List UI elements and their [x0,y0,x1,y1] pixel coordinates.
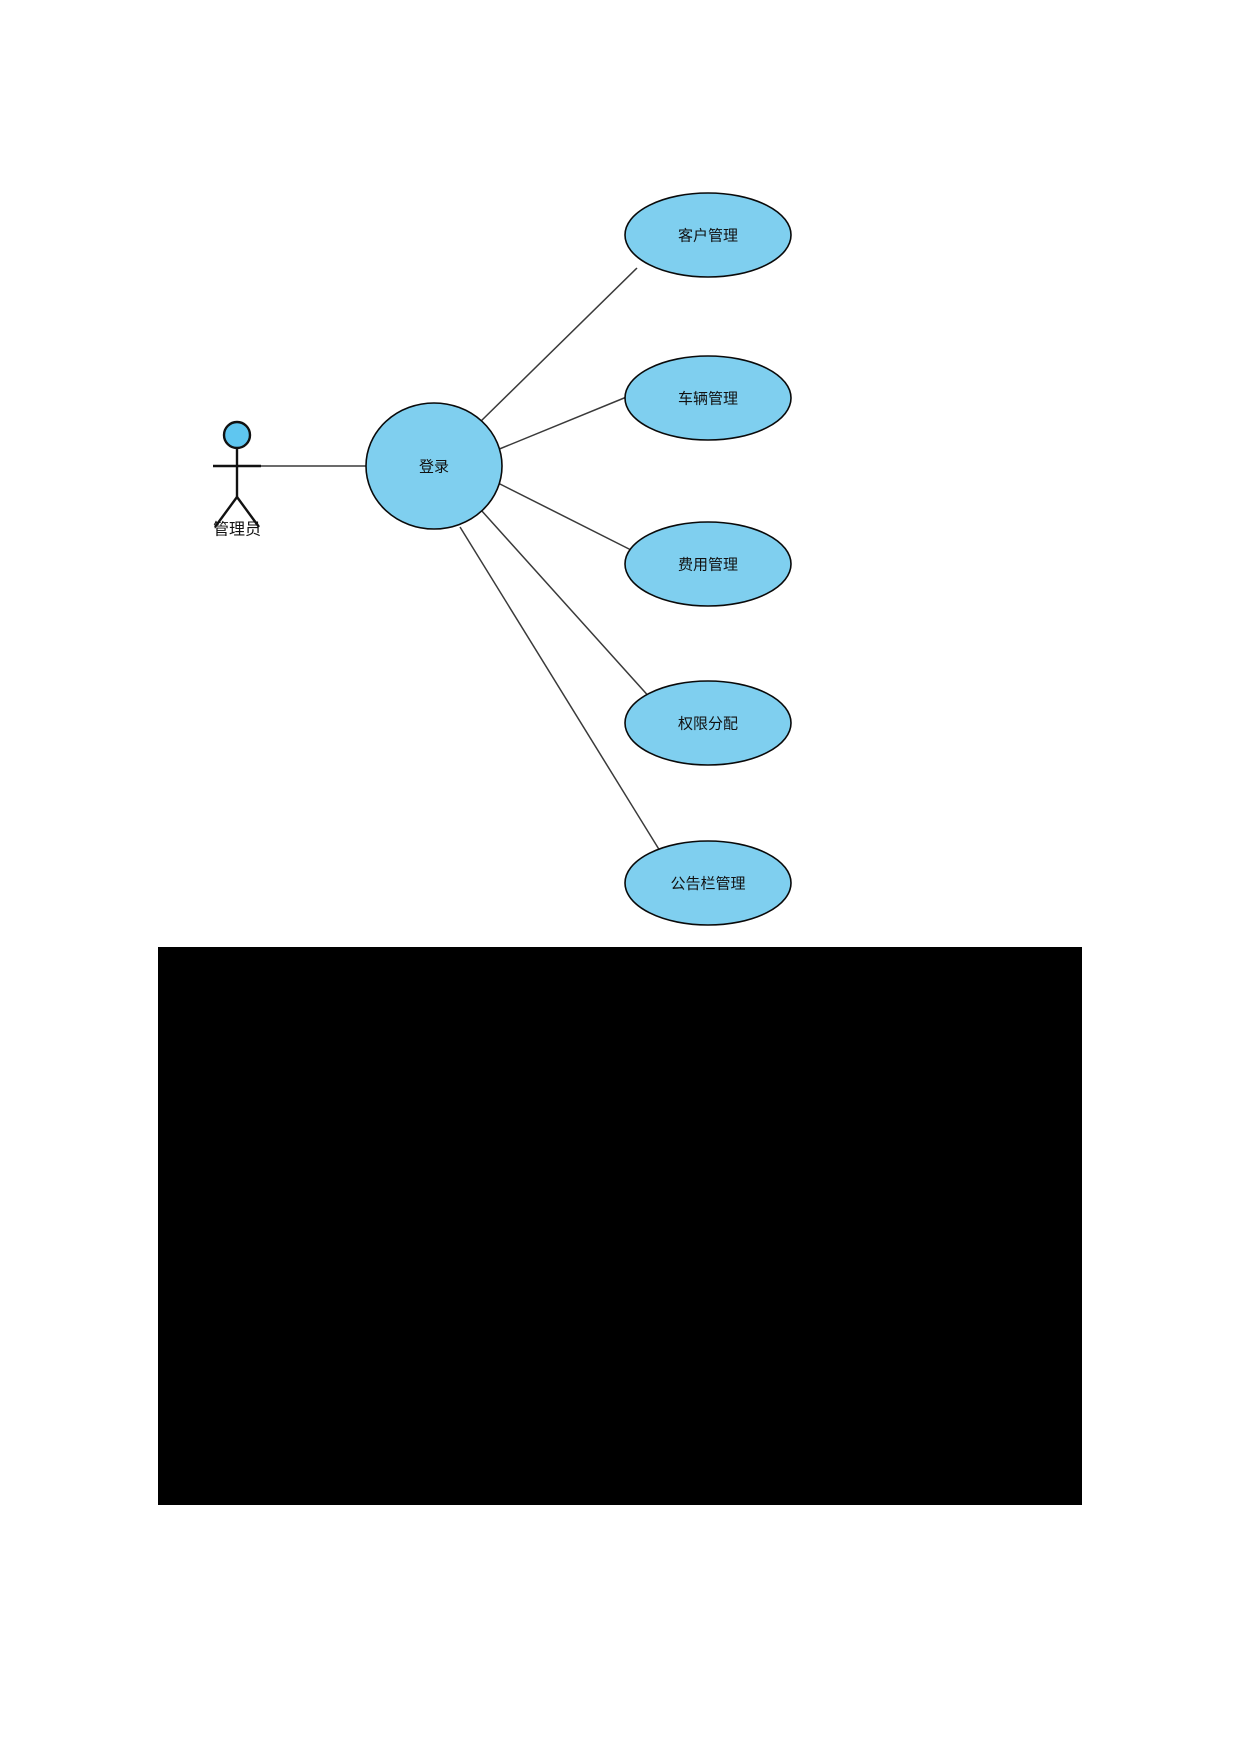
actor-leg-left [214,496,238,528]
association-login-to-customer-management [477,267,638,425]
use-case-login-label: 登录 [419,458,449,476]
use-case-permission-assignment-label: 权限分配 [678,715,738,733]
actor-administrator[interactable]: 管理员 [213,420,261,539]
actor-label: 管理员 [213,520,261,539]
association-lines [261,267,661,852]
use-case-fee-management[interactable]: 费用管理 [624,521,792,607]
black-image-placeholder [158,947,1082,1505]
use-case-permission-assignment[interactable]: 权限分配 [624,680,792,766]
association-login-to-bulletin-management [459,526,661,852]
use-case-vehicle-management[interactable]: 车辆管理 [624,355,792,441]
use-case-bulletin-management[interactable]: 公告栏管理 [624,840,792,926]
association-login-to-fee-management [497,482,634,552]
use-case-customer-management-shape [624,192,792,278]
use-case-customer-management-label: 客户管理 [678,227,738,245]
use-case-permission-assignment-shape [624,680,792,766]
association-login-to-vehicle-management [496,395,630,451]
use-case-bulletin-management-shape [624,840,792,926]
actor-head-icon [222,420,252,450]
association-login-to-permission-assignment [480,509,653,701]
use-case-customer-management[interactable]: 客户管理 [624,192,792,278]
actor-leg-right [236,496,260,528]
use-case-fee-management-shape [624,521,792,607]
use-case-bulletin-management-label: 公告栏管理 [670,875,745,893]
use-case-login[interactable]: 登录 [365,402,503,530]
use-case-vehicle-management-shape [624,355,792,441]
use-case-vehicle-management-label: 车辆管理 [678,390,738,408]
use-case-login-shape [365,402,503,530]
use-case-fee-management-label: 费用管理 [678,556,738,574]
